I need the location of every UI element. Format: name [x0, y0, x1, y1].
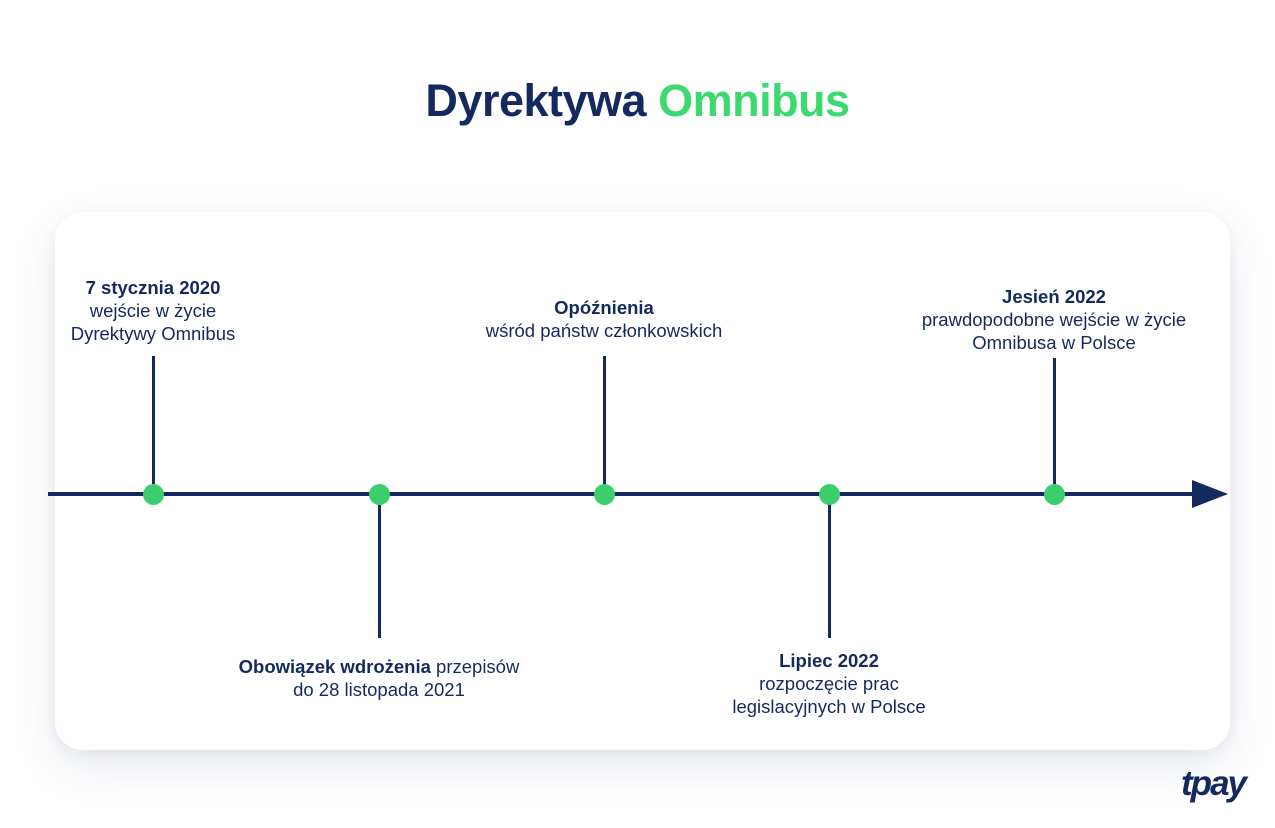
timeline-dot — [368, 483, 390, 505]
event-heading: Obowiązek wdrożenia — [238, 656, 431, 677]
event-heading: 7 stycznia 2020 — [85, 277, 221, 298]
event-heading-suffix: przepisów — [430, 656, 520, 677]
connector-line — [602, 356, 606, 493]
event-line: legislacyjnych w Polsce — [732, 696, 926, 717]
event-label-jesien-2022: Jesień 2022 prawdopodobne wejście w życi… — [884, 285, 1224, 354]
event-label-styczen-2020: 7 stycznia 2020 wejście w życie Dyrektyw… — [13, 276, 293, 345]
event-line: rozpoczęcie prac — [759, 673, 899, 694]
event-heading: Opóźnienia — [554, 297, 654, 318]
event-line: prawdopodobne wejście w życie — [921, 309, 1187, 330]
event-line: wejście w życie — [89, 300, 217, 321]
event-line: do 28 listopada 2021 — [293, 679, 465, 700]
connector-line — [1052, 358, 1056, 493]
event-heading: Jesień 2022 — [1002, 286, 1106, 307]
title-part-green: Omnibus — [658, 75, 850, 126]
timeline-dot — [1043, 483, 1065, 505]
connector-line — [377, 495, 381, 638]
connector-line — [151, 356, 155, 493]
timeline-card — [55, 212, 1230, 750]
event-line: Dyrektywy Omnibus — [70, 323, 236, 344]
event-label-listopad-2021: Obowiązek wdrożenia przepisów do 28 list… — [199, 655, 559, 701]
timeline-arrow-icon — [1192, 480, 1228, 508]
tpay-logo: tpay — [1181, 764, 1247, 803]
event-heading-line: Obowiązek wdrożenia przepisów — [199, 655, 559, 678]
timeline-dot — [142, 483, 164, 505]
timeline-dot — [593, 483, 615, 505]
event-line: wśród państw członkowskich — [485, 320, 723, 341]
event-line: Omnibusa w Polsce — [972, 332, 1136, 353]
timeline-dot — [818, 483, 840, 505]
event-heading: Lipiec 2022 — [779, 650, 879, 671]
event-label-opoznienia: Opóźnienia wśród państw członkowskich — [444, 296, 764, 342]
timeline-axis — [48, 492, 1194, 496]
connector-line — [827, 495, 831, 638]
title-part-navy: Dyrektywa — [425, 75, 647, 126]
event-label-lipiec-2022: Lipiec 2022 rozpoczęcie prac legislacyjn… — [679, 649, 979, 718]
